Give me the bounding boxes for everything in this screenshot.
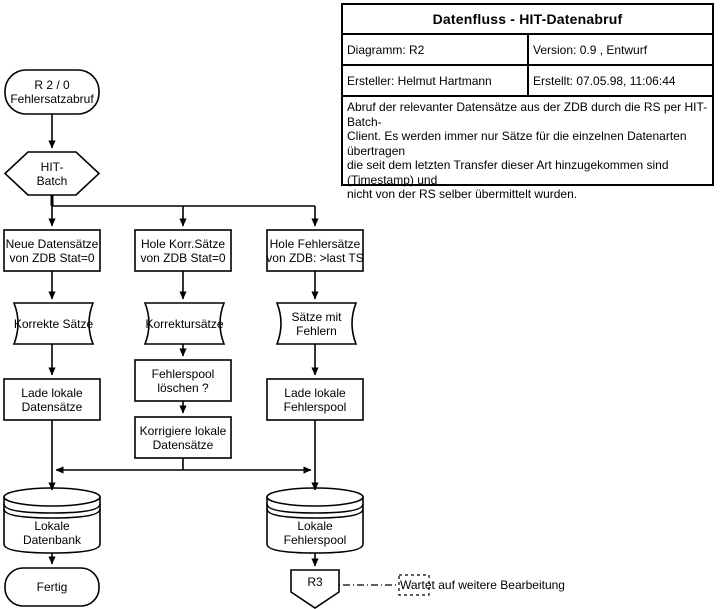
shape-col3-data1: [275, 302, 358, 345]
doc-description: Abruf der relevanter Datensätze aus der …: [343, 97, 712, 202]
doc-description-line: die seit dem letzten Transfer dieser Art…: [347, 158, 669, 187]
doc-created-text: Erstellt: 07.05.98, 11:06:44: [533, 73, 676, 88]
shape-col1-process1: [3, 229, 101, 272]
doc-author-cell: Ersteller: Helmut Hartmann: [343, 66, 529, 95]
doc-version-text: Version: 0.9 , Entwurf: [533, 42, 648, 57]
doc-title-text: Datenfluss - HIT-Datenabruf: [432, 11, 623, 27]
shape-col1-process2: [3, 378, 101, 421]
doc-version-cell: Version: 0.9 , Entwurf: [529, 35, 712, 64]
doc-diagram-cell: Diagramm: R2: [343, 35, 529, 64]
doc-row-diagram: Diagramm: R2 Version: 0.9 , Entwurf: [343, 35, 712, 66]
shape-hit-batch-hexagon: [3, 151, 101, 196]
shape-col2-process1: [134, 229, 232, 272]
shape-col3-offpage-connector: [290, 569, 340, 609]
shape-col2-process3: [134, 416, 232, 459]
doc-description-line: nicht von der RS selber übermittelt wurd…: [347, 187, 578, 201]
shape-col1-data1: [12, 302, 95, 345]
doc-description-line: Client. Es werden immer nur Sätze für di…: [347, 129, 687, 158]
shape-col3-process1: [266, 229, 364, 272]
shape-col1-end-terminal: [4, 567, 100, 607]
doc-created-cell: Erstellt: 07.05.98, 11:06:44: [529, 66, 712, 95]
shape-col2-process2: [134, 359, 232, 402]
doc-description-line: Abruf der relevanter Datensätze aus der …: [347, 100, 708, 129]
doc-row-author: Ersteller: Helmut Hartmann Erstellt: 07.…: [343, 66, 712, 97]
shape-start-terminal: [4, 69, 100, 115]
shape-col1-database: [3, 487, 101, 554]
shape-col3-process2: [266, 378, 364, 421]
doc-author-text: Ersteller: Helmut Hartmann: [347, 73, 492, 88]
shape-col3-database: [266, 487, 364, 554]
annotation-text: Wartet auf weitere Bearbeitung: [400, 578, 565, 592]
annotation-selection-box: [398, 574, 430, 596]
shape-col2-data1: [143, 302, 226, 345]
doc-diagram-text: Diagramm: R2: [347, 42, 425, 57]
doc-title: Datenfluss - HIT-Datenabruf: [343, 5, 712, 35]
document-header-table: Datenfluss - HIT-Datenabruf Diagramm: R2…: [341, 3, 714, 201]
